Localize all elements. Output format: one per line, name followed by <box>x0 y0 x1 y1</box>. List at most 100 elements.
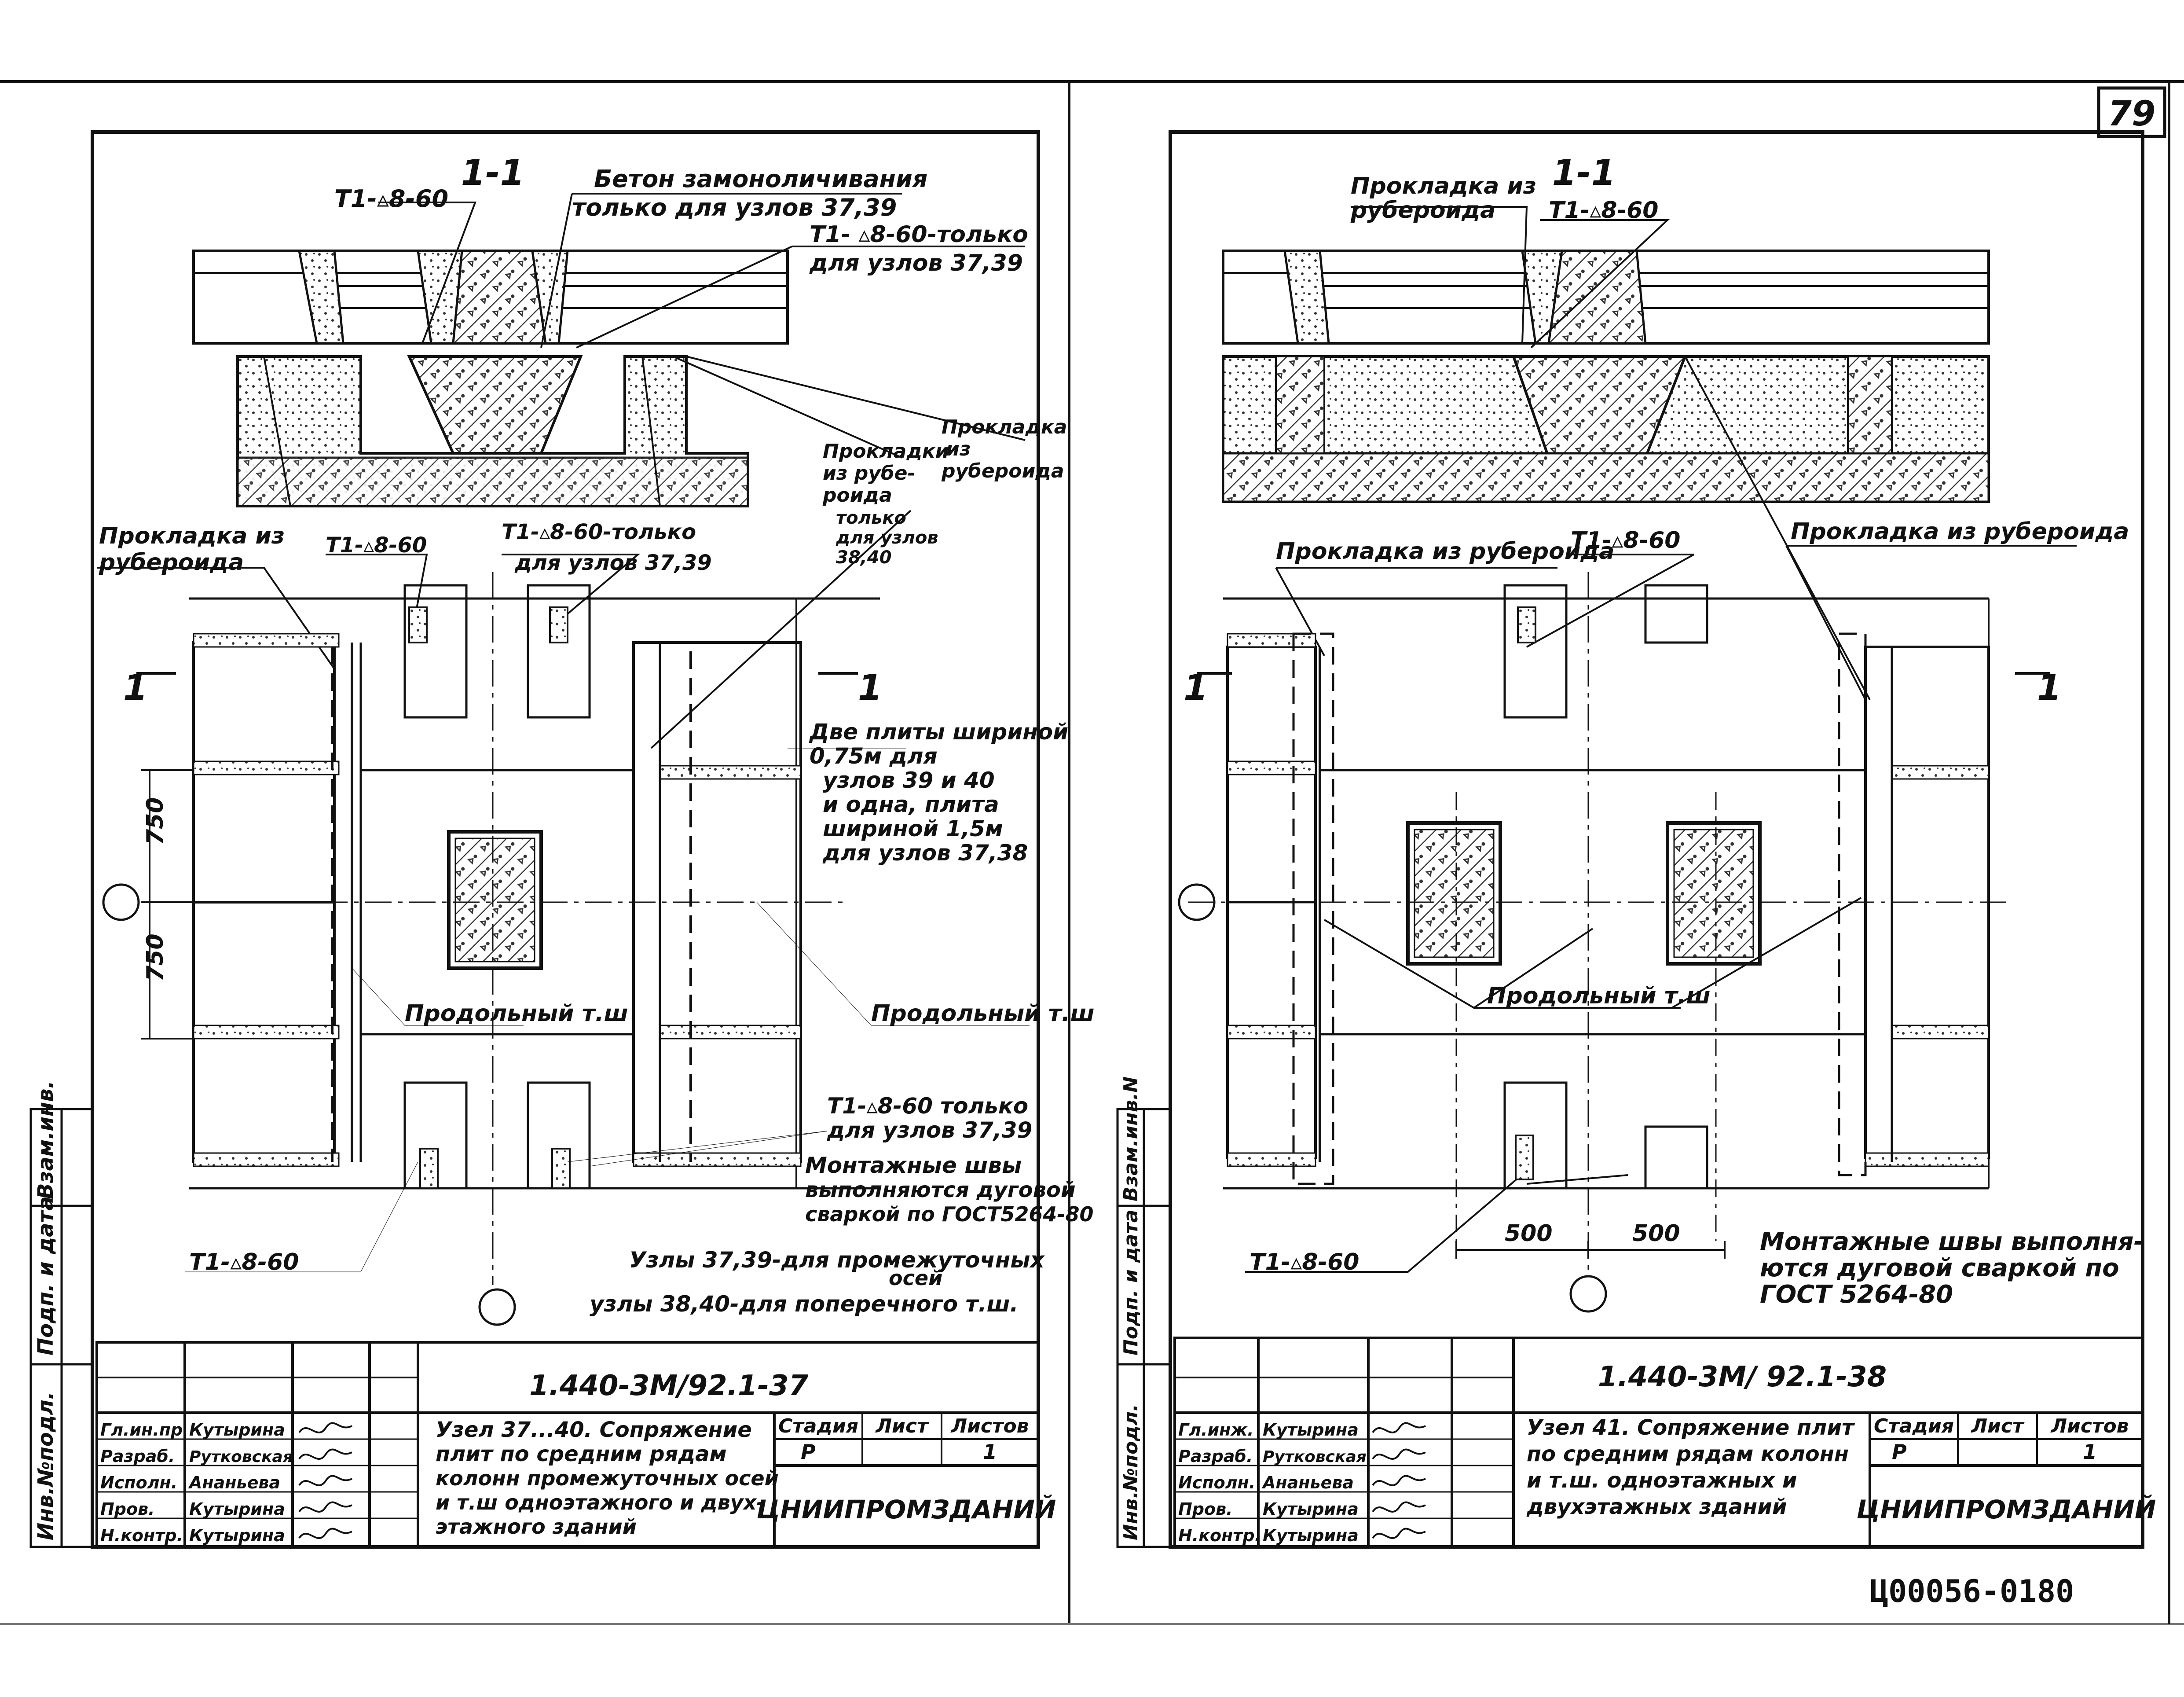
svg-text:Продольный т.ш: Продольный т.ш <box>1487 983 1711 1009</box>
right-title-block <box>1173 1337 2144 1548</box>
svg-text:Подп. и дата: Подп. и дата <box>1120 1209 1142 1355</box>
right-sheet: 1-1 Прокладка <box>1116 130 2156 1549</box>
svg-text:из рубе-: из рубе- <box>823 462 916 485</box>
left-callout-t1-top-right-1: Т1- ▵8-60-только <box>810 221 1028 248</box>
svg-text:Узлы 37,39-для промежуточных: Узлы 37,39-для промежуточных <box>629 1247 1045 1273</box>
svg-text:Р: Р <box>1892 1440 1907 1464</box>
svg-text:Прокладка из рубероида: Прокладка из рубероида <box>1791 518 2129 545</box>
svg-text:Лист: Лист <box>1971 1415 2025 1437</box>
left-signatures <box>298 1422 352 1539</box>
svg-text:Исполн.: Исполн. <box>1178 1473 1255 1492</box>
svg-text:Кутырина: Кутырина <box>1263 1526 1359 1545</box>
svg-text:Прокладка из рубероида: Прокладка из рубероида <box>1276 538 1614 565</box>
svg-text:Узел 41. Сопряжение плит: Узел 41. Сопряжение плит <box>1527 1415 1855 1440</box>
svg-text:Кутырина: Кутырина <box>189 1499 285 1519</box>
svg-text:рубероида: рубероида <box>1350 197 1495 224</box>
page-number: 79 <box>2108 94 2156 134</box>
archive-page: 80 <box>2037 1573 2074 1609</box>
svg-text:Разраб.: Разраб. <box>100 1447 175 1466</box>
svg-text:750: 750 <box>142 933 169 981</box>
right-staff-list: Гл.инж. Кутырина Разраб. Рутковская Испо… <box>1178 1420 1367 1545</box>
svg-text:Листов: Листов <box>2050 1415 2129 1437</box>
svg-text:для узлов 37,39: для узлов 37,39 <box>514 551 712 575</box>
right-signatures <box>1372 1422 1426 1539</box>
svg-text:и т.ш одноэтажного и двух-: и т.ш одноэтажного и двух- <box>436 1491 765 1514</box>
svg-text:Листов: Листов <box>950 1415 1029 1437</box>
svg-text:Монтажные швы: Монтажные швы <box>805 1153 1022 1178</box>
svg-text:Т1-▵8-60 только: Т1-▵8-60 только <box>827 1093 1028 1119</box>
left-section-view <box>192 250 789 507</box>
svg-text:рубероида: рубероида <box>99 549 244 576</box>
svg-text:Прокладка из: Прокладка из <box>99 523 285 549</box>
svg-text:для узлов: для узлов <box>835 528 938 548</box>
archive-code: Ц00056-01 <box>1870 1573 2037 1609</box>
left-staff-list: Гл.ин.пр Кутырина Разраб. Рутковская Исп… <box>100 1420 293 1545</box>
svg-text:750: 750 <box>142 797 169 845</box>
svg-text:Прокладка из: Прокладка из <box>1351 173 1536 199</box>
svg-text:ГОСТ 5264-80: ГОСТ 5264-80 <box>1760 1280 1953 1309</box>
svg-text:и одна, плита: и одна, плита <box>823 792 999 817</box>
svg-text:Р: Р <box>801 1440 816 1464</box>
left-section-arrow-right: 1 <box>858 667 883 708</box>
svg-text:Ананьева: Ананьева <box>188 1473 280 1492</box>
svg-text:Стадия: Стадия <box>778 1415 858 1437</box>
right-plan-view <box>1178 572 2006 1313</box>
svg-text:Кутырина: Кутырина <box>189 1526 285 1545</box>
page-number-box <box>2097 86 2166 138</box>
svg-text:Т1-▵8-60: Т1-▵8-60 <box>1250 1249 1359 1275</box>
svg-text:Гл.инж.: Гл.инж. <box>1178 1420 1254 1440</box>
svg-text:Н.контр.: Н.контр. <box>1178 1526 1261 1545</box>
svg-text:Пров.: Пров. <box>100 1499 155 1519</box>
svg-text:Кутырина: Кутырина <box>1263 1499 1359 1519</box>
svg-text:Кутырина: Кутырина <box>1263 1420 1359 1440</box>
svg-text:колонн промежуточных осей: колонн промежуточных осей <box>436 1466 779 1490</box>
svg-text:плит по средним рядам: плит по средним рядам <box>436 1442 727 1466</box>
svg-text:0,75м для: 0,75м для <box>810 743 938 769</box>
svg-text:Продольный т.ш: Продольный т.ш <box>871 1000 1095 1027</box>
left-sheet: 1-1 <box>29 130 1095 1549</box>
left-section-mark: 1-1 <box>461 152 525 193</box>
left-callout-t1-top: Т1-▵8-60 <box>334 185 448 213</box>
svg-text:роида: роида <box>822 484 892 507</box>
svg-text:Исполн.: Исполн. <box>100 1473 177 1492</box>
svg-text:Подп. и дата: Подп. и дата <box>33 1196 58 1355</box>
left-callout-concrete-2: только для узлов 37,39 <box>572 194 897 221</box>
left-designation: 1.440-3М/92.1-37 <box>529 1370 809 1402</box>
svg-text:Инв.№подл.: Инв.№подл. <box>1120 1404 1142 1540</box>
svg-text:Прокладка: Прокладка <box>942 416 1067 438</box>
svg-text:500: 500 <box>1505 1220 1553 1247</box>
svg-text:Т1-▵8-60: Т1-▵8-60 <box>1549 197 1658 224</box>
svg-text:Т1-▵8-60: Т1-▵8-60 <box>326 533 427 558</box>
svg-text:двухэтажных зданий: двухэтажных зданий <box>1526 1495 1787 1519</box>
svg-text:ются дуговой сваркой по: ются дуговой сваркой по <box>1760 1254 2119 1282</box>
svg-text:Т1-▵8-60: Т1-▵8-60 <box>1571 527 1680 554</box>
svg-text:Узел 37...40. Сопряжение: Узел 37...40. Сопряжение <box>436 1418 752 1442</box>
svg-text:Разраб.: Разраб. <box>1178 1447 1253 1466</box>
svg-text:Взам.инв.N: Взам.инв.N <box>1120 1076 1142 1201</box>
svg-text:Н.контр.: Н.контр. <box>100 1526 183 1545</box>
svg-text:и т.ш. одноэтажных и: и т.ш. одноэтажных и <box>1527 1468 1797 1493</box>
svg-text:Кутырина: Кутырина <box>189 1420 285 1440</box>
svg-text:Продольный т.ш: Продольный т.ш <box>405 1000 628 1027</box>
left-org: ЦНИИПРОМЗДАНИЙ <box>757 1494 1056 1524</box>
svg-text:Монтажные швы выполня-: Монтажные швы выполня- <box>1760 1227 2144 1256</box>
right-org: ЦНИИПРОМЗДАНИЙ <box>1857 1494 2156 1524</box>
svg-text:Две плиты шириной: Две плиты шириной <box>809 719 1068 745</box>
left-callout-t1-top-right-2: для узлов 37,39 <box>809 250 1023 276</box>
svg-text:500: 500 <box>1632 1220 1680 1247</box>
svg-text:Стадия: Стадия <box>1874 1415 1954 1437</box>
svg-text:Прокладки: Прокладки <box>823 440 949 463</box>
svg-text:Взам.инв.: Взам.инв. <box>33 1080 58 1199</box>
svg-text:1: 1 <box>983 1440 997 1464</box>
svg-text:из: из <box>946 438 971 460</box>
left-callout-concrete-1: Бетон замоноличивания <box>594 165 927 193</box>
svg-text:Рутковская: Рутковская <box>1263 1448 1367 1466</box>
svg-text:Рутковская: Рутковская <box>189 1448 293 1466</box>
svg-text:узлы 38,40-для поперечного т.ш: узлы 38,40-для поперечного т.ш. <box>590 1291 1019 1317</box>
svg-text:осей: осей <box>889 1266 942 1290</box>
svg-text:сваркой по ГОСТ5264-80: сваркой по ГОСТ5264-80 <box>805 1202 1094 1226</box>
svg-text:Ананьева: Ананьева <box>1261 1473 1354 1492</box>
svg-text:Инв.№подл.: Инв.№подл. <box>33 1392 58 1540</box>
svg-text:Пров.: Пров. <box>1178 1499 1233 1519</box>
svg-text:по средним рядам колонн: по средним рядам колонн <box>1527 1442 1849 1466</box>
